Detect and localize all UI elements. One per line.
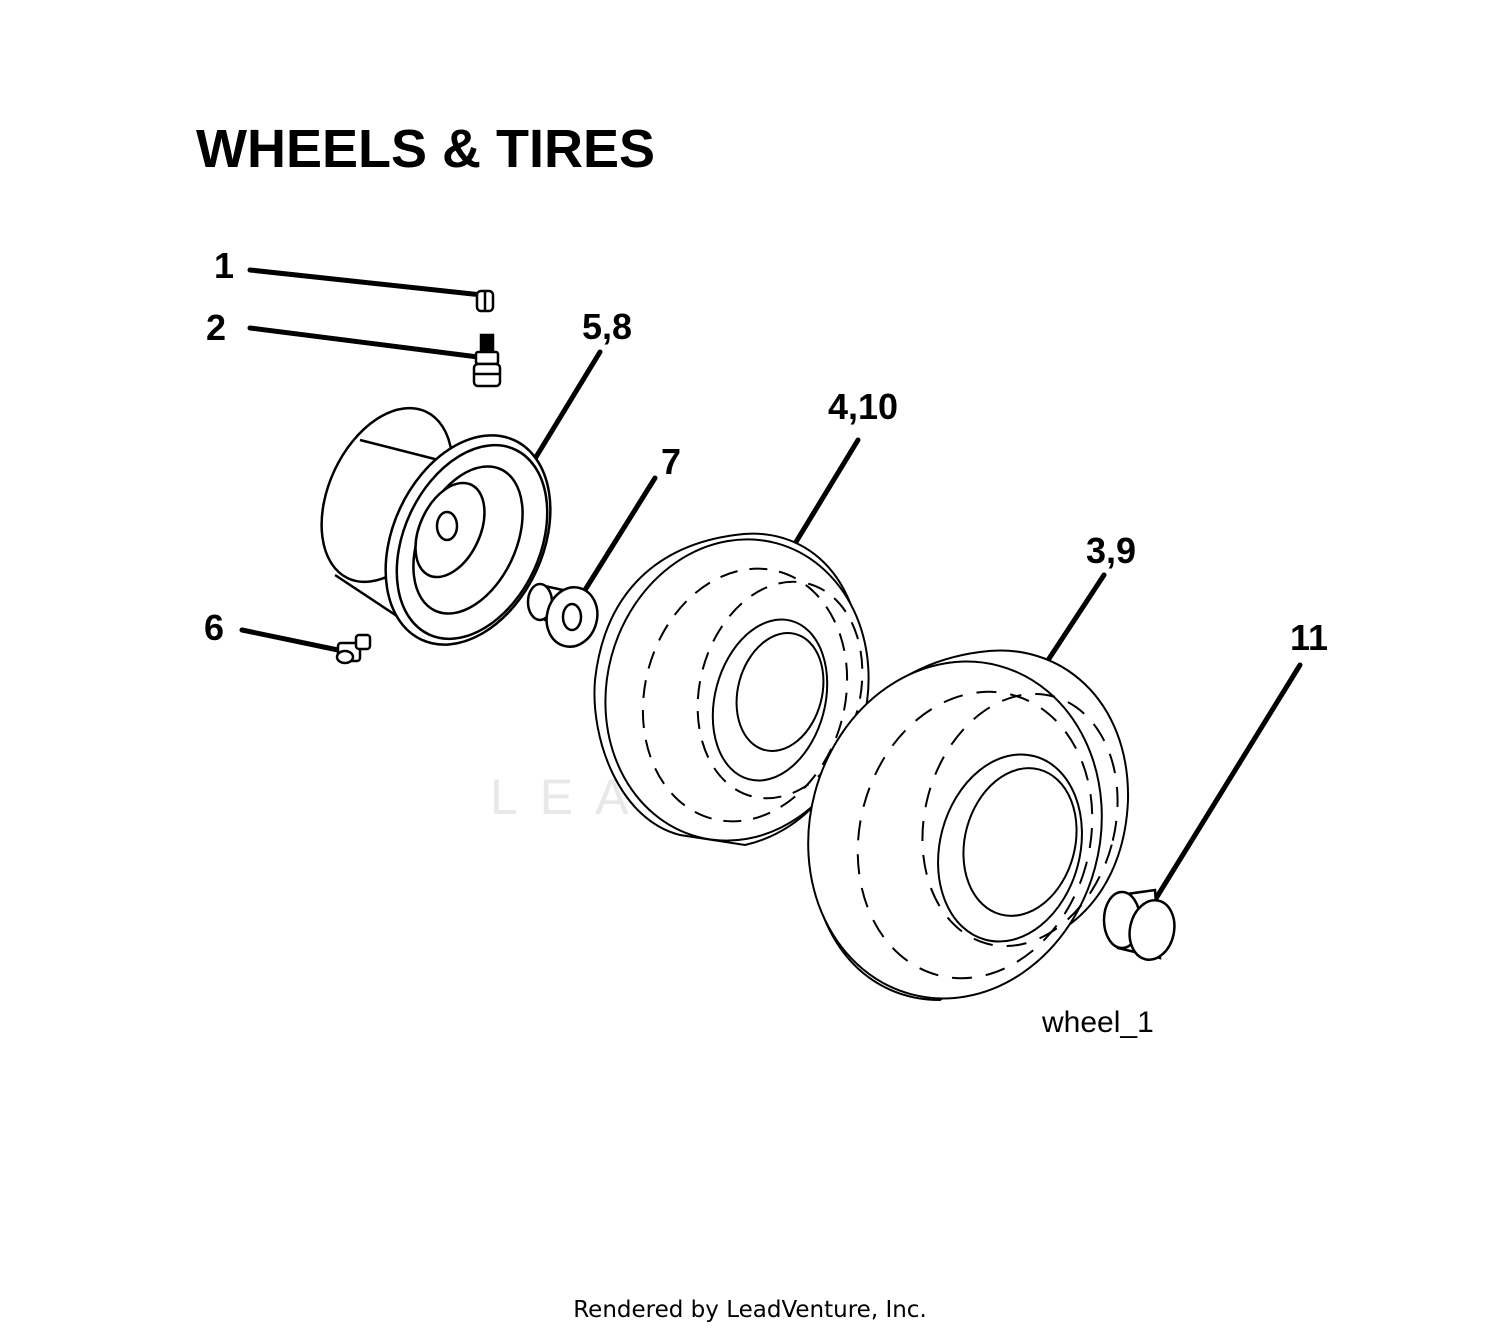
cap-nut-part bbox=[475, 289, 495, 313]
front-tire-part bbox=[593, 532, 870, 847]
callout-2: 2 bbox=[206, 307, 226, 348]
footer-credit: Rendered by LeadVenture, Inc. bbox=[573, 1297, 927, 1323]
bushing-part bbox=[526, 582, 599, 648]
callout-11: 11 bbox=[1290, 617, 1328, 658]
leader-line-6 bbox=[239, 627, 341, 653]
leader-line-4-10 bbox=[793, 437, 861, 545]
leader-line-11 bbox=[1152, 662, 1303, 903]
rear-tire-part bbox=[807, 649, 1130, 1002]
leader-line-7 bbox=[582, 475, 658, 593]
callout-1: 1 bbox=[214, 245, 234, 286]
callout-4-10: 4,10 bbox=[828, 386, 898, 427]
valve-stem-part bbox=[472, 333, 502, 388]
hub-cap-part bbox=[1102, 888, 1176, 961]
callout-6: 6 bbox=[204, 607, 224, 648]
diagram-id-label: wheel_1 bbox=[1042, 1006, 1154, 1039]
callout-5-8: 5,8 bbox=[582, 306, 632, 347]
grease-fitting-part bbox=[335, 633, 372, 665]
callout-3-9: 3,9 bbox=[1086, 530, 1136, 571]
leader-lines bbox=[239, 267, 1303, 903]
leader-line-2 bbox=[247, 325, 481, 360]
leader-line-1 bbox=[247, 267, 485, 298]
page-title: WHEELS & TIRES bbox=[196, 119, 656, 179]
callout-7: 7 bbox=[661, 441, 681, 482]
leader-line-5-8 bbox=[530, 349, 603, 465]
rim-part bbox=[320, 406, 552, 646]
